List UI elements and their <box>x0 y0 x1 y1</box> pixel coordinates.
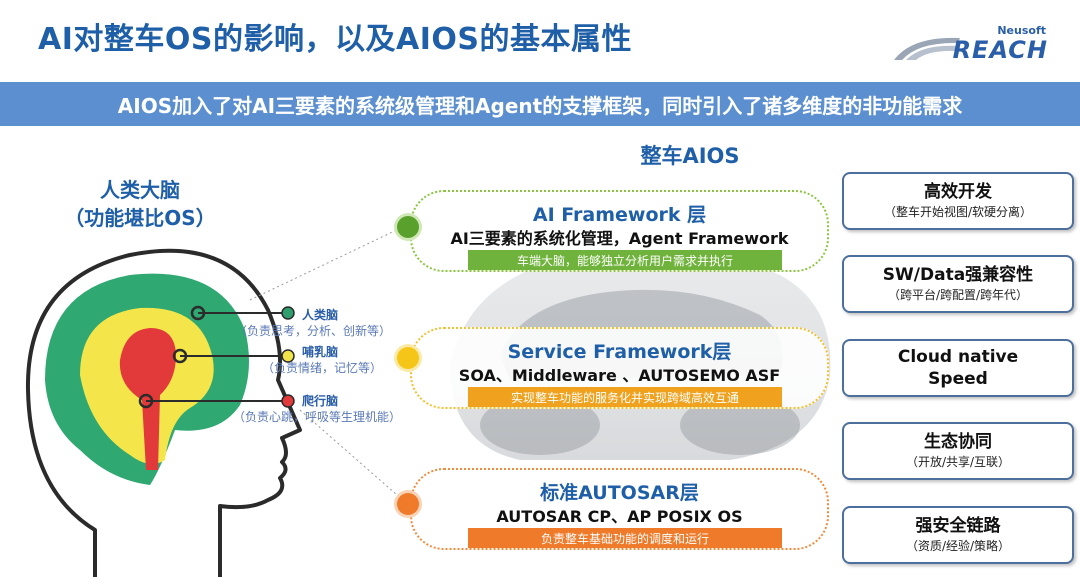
neusoft-reach-logo: Neusoft REACH <box>892 24 1052 64</box>
attribute-title: 强安全链路 <box>915 516 1001 536</box>
attribute-box-compatibility: SW/Data强兼容性 （跨平台/跨配置/跨年代） <box>842 255 1074 313</box>
summary-banner: AIOS加入了对AI三要素的系统级管理和Agent的支撑框架，同时引入了诸多维度… <box>0 82 1080 126</box>
service-framework-layer: Service Framework层 SOA、Middleware 、AUTOS… <box>410 327 829 409</box>
ai-framework-layer: AI Framework 层 AI三要素的系统化管理，Agent Framewo… <box>410 190 829 272</box>
brain-title-line1: 人类大脑 <box>100 178 180 202</box>
brain-title: 人类大脑 （功能堪比OS） <box>40 176 240 232</box>
autosar-layer: 标准AUTOSAR层 AUTOSAR CP、AP POSIX OS 负责整车基础… <box>410 468 829 550</box>
attribute-box-efficient-dev: 高效开发 （整车开始视图/软硬分离） <box>842 172 1074 230</box>
brain-desc-neocortex: （负责思考，分析、创新等） <box>235 322 391 339</box>
layer-title: Service Framework层 <box>507 341 732 363</box>
brain-part-name: 哺乳脑 <box>302 345 339 359</box>
logo-swoosh-icon <box>894 37 960 60</box>
brain-part-desc: （负责心跳，呼吸等生理机能） <box>233 410 402 424</box>
brain-part-desc: （负责思考，分析、创新等） <box>235 324 392 338</box>
layer-title: 标准AUTOSAR层 <box>540 482 699 504</box>
layer-tag: 车端大脑，能够独立分析用户需求并执行 <box>468 250 782 270</box>
brain-part-name: 人类脑 <box>302 308 339 322</box>
brain-desc-limbic: （负责情绪，记忆等） <box>262 359 382 376</box>
layer-subtitle: AI三要素的系统化管理，Agent Framework <box>450 229 789 248</box>
head-brain-illustration <box>25 248 302 577</box>
autosar-layer-dot-icon <box>397 493 419 515</box>
page-title: AI对整车OS的影响，以及AIOS的基本属性 <box>38 22 632 57</box>
attribute-subtitle: （整车开始视图/软硬分离） <box>883 205 1033 219</box>
reptilian-region <box>119 328 176 470</box>
service-layer-dot-icon <box>397 347 419 369</box>
brain-part-desc: （负责情绪，记忆等） <box>262 361 383 375</box>
ai-layer-dot-icon <box>397 216 419 238</box>
aios-heading: 整车AIOS <box>640 144 740 168</box>
layer-tag: 负责整车基础功能的调度和运行 <box>468 528 782 548</box>
neocortex-marker-icon <box>281 306 295 320</box>
brain-part-name: 爬行脑 <box>302 394 339 408</box>
attribute-subtitle: （开放/共享/互联） <box>905 455 1011 469</box>
attribute-box-ecosystem: 生态协同 （开放/共享/互联） <box>842 422 1074 480</box>
brain-title-line2: （功能堪比OS） <box>64 206 216 230</box>
reptilian-marker-icon <box>281 394 295 408</box>
attribute-subtitle: Speed <box>928 369 988 389</box>
attribute-title: 生态协同 <box>924 432 992 452</box>
brain-label-limbic: 哺乳脑 <box>302 343 338 360</box>
attribute-title: 高效开发 <box>924 182 992 202</box>
logo-big-text: REACH <box>952 36 1048 64</box>
attribute-box-cloud-native: Cloud native Speed <box>842 339 1074 397</box>
layer-title: AI Framework 层 <box>532 204 707 226</box>
brain-desc-reptilian: （负责心跳，呼吸等生理机能） <box>233 408 401 425</box>
brain-label-neocortex: 人类脑 <box>302 306 338 323</box>
attribute-subtitle: （资质/经验/策略） <box>905 539 1011 553</box>
layer-subtitle: AUTOSAR CP、AP POSIX OS <box>496 507 743 526</box>
brain-label-reptilian: 爬行脑 <box>302 392 338 409</box>
attribute-box-security: 强安全链路 （资质/经验/策略） <box>842 506 1074 564</box>
logo-small-text: Neusoft <box>997 24 1046 37</box>
head-outline <box>25 248 302 577</box>
limbic-marker-icon <box>281 349 295 363</box>
attribute-title: Cloud native <box>897 347 1019 367</box>
layer-tag: 实现整车功能的服务化并实现跨域高效互通 <box>468 387 782 407</box>
attribute-subtitle: （跨平台/跨配置/跨年代） <box>887 288 1029 302</box>
attribute-title: SW/Data强兼容性 <box>882 265 1034 285</box>
layer-subtitle: SOA、Middleware 、AUTOSEMO ASF <box>458 366 781 385</box>
